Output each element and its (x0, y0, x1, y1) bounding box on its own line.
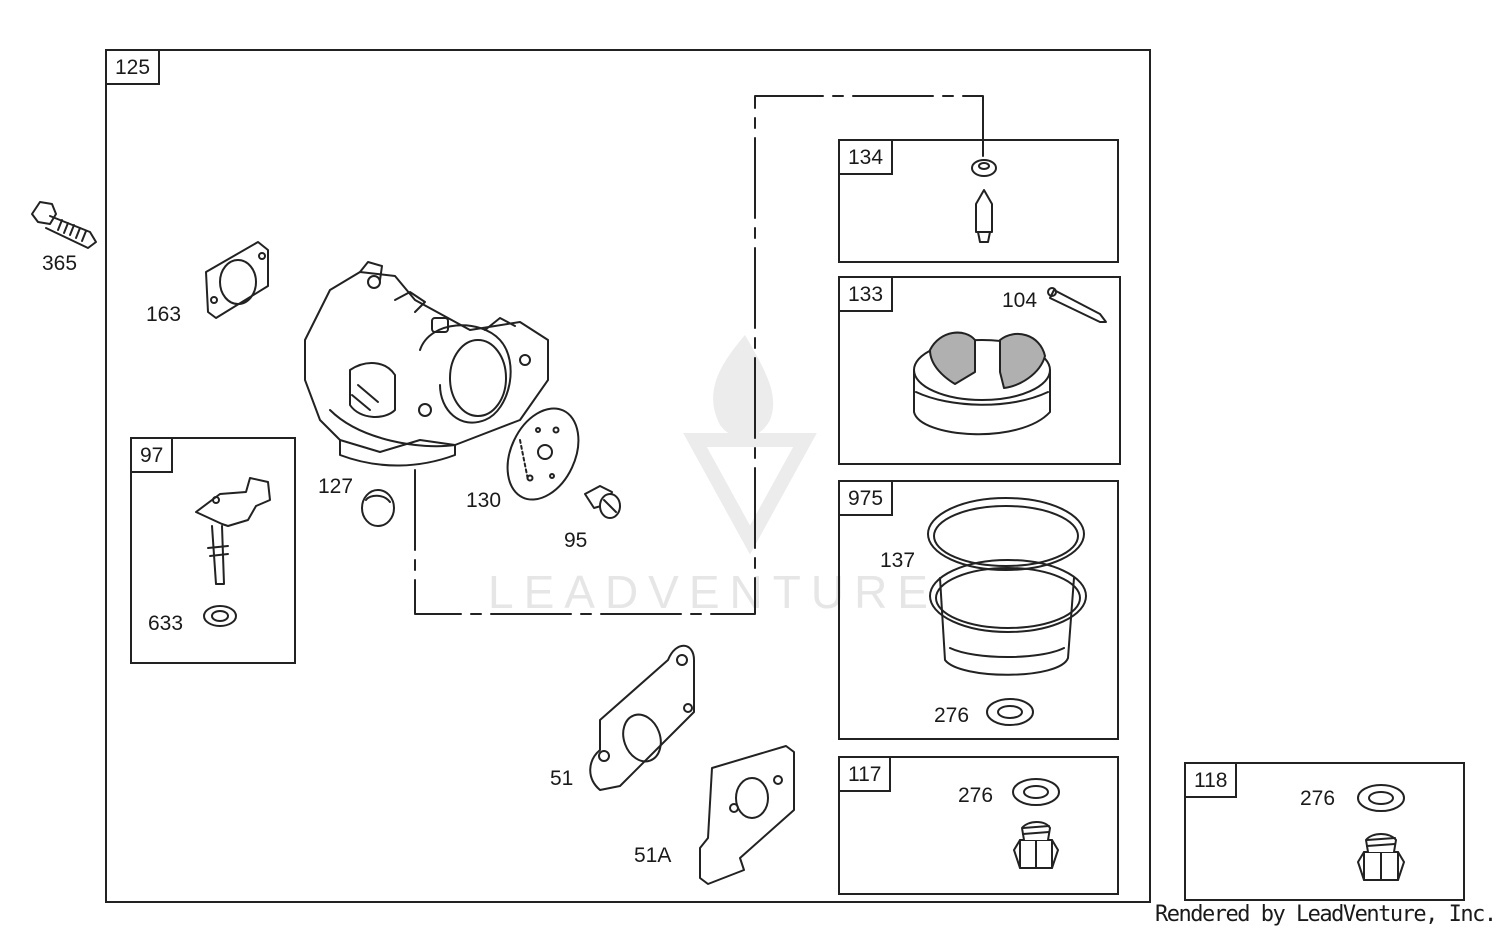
assembly-box-118 (1184, 762, 1465, 901)
carburetor-body-icon (304, 261, 549, 467)
throttle-shaft-97-icon (195, 477, 271, 627)
float-needle-134-icon (971, 159, 997, 243)
part-label-95: 95 (564, 529, 588, 552)
part-label-276-bowl: 276 (934, 704, 970, 727)
washer-276-icon (986, 698, 1405, 812)
part-label-276-117: 276 (958, 784, 994, 807)
box-tag-117: 117 (840, 758, 892, 792)
screw-95-icon (584, 485, 621, 519)
credit-text: Rendered by LeadVenture, Inc. (1155, 902, 1497, 927)
box-tag-133: 133 (840, 278, 894, 312)
box-tag-97: 97 (132, 439, 174, 473)
assembly-box-133 (838, 276, 1121, 465)
assembly-box-975 (838, 480, 1119, 740)
bowl-bolt-118-icon (1357, 833, 1405, 881)
box-tag-125: 125 (107, 51, 161, 85)
part-label-137: 137 (880, 549, 916, 572)
insulator-51a-icon (699, 745, 795, 885)
part-label-633: 633 (148, 612, 184, 635)
box-tag-118: 118 (1186, 764, 1238, 798)
part-label-365: 365 (42, 252, 78, 275)
gasket-163-icon (205, 241, 269, 319)
part-label-130: 130 (466, 489, 502, 512)
assembly-box-97 (130, 437, 296, 664)
plug-127-icon (361, 489, 395, 527)
reference-leader-lines (414, 95, 984, 615)
watermark-text: LEADVENTURE (488, 566, 938, 618)
float-pin-104-icon (1047, 287, 1107, 323)
bowl-bolt-117-icon (1013, 821, 1059, 869)
part-label-51: 51 (550, 767, 574, 790)
gasket-51-icon (589, 644, 695, 791)
assembly-box-117 (838, 756, 1119, 895)
assembly-box-125 (105, 49, 1151, 903)
diaphragm-130-icon (506, 407, 580, 501)
box-tag-134: 134 (840, 141, 894, 175)
part-label-104: 104 (1002, 289, 1038, 312)
float-bowl-137-icon (927, 497, 1087, 676)
part-label-51a: 51A (634, 844, 672, 867)
part-label-163: 163 (146, 303, 182, 326)
part-label-127: 127 (318, 475, 354, 498)
float-133-icon (913, 331, 1051, 436)
box-tag-975: 975 (840, 482, 894, 516)
assembly-box-134 (838, 139, 1119, 263)
part-label-276-118: 276 (1300, 787, 1336, 810)
bolt-365-icon (31, 201, 97, 249)
